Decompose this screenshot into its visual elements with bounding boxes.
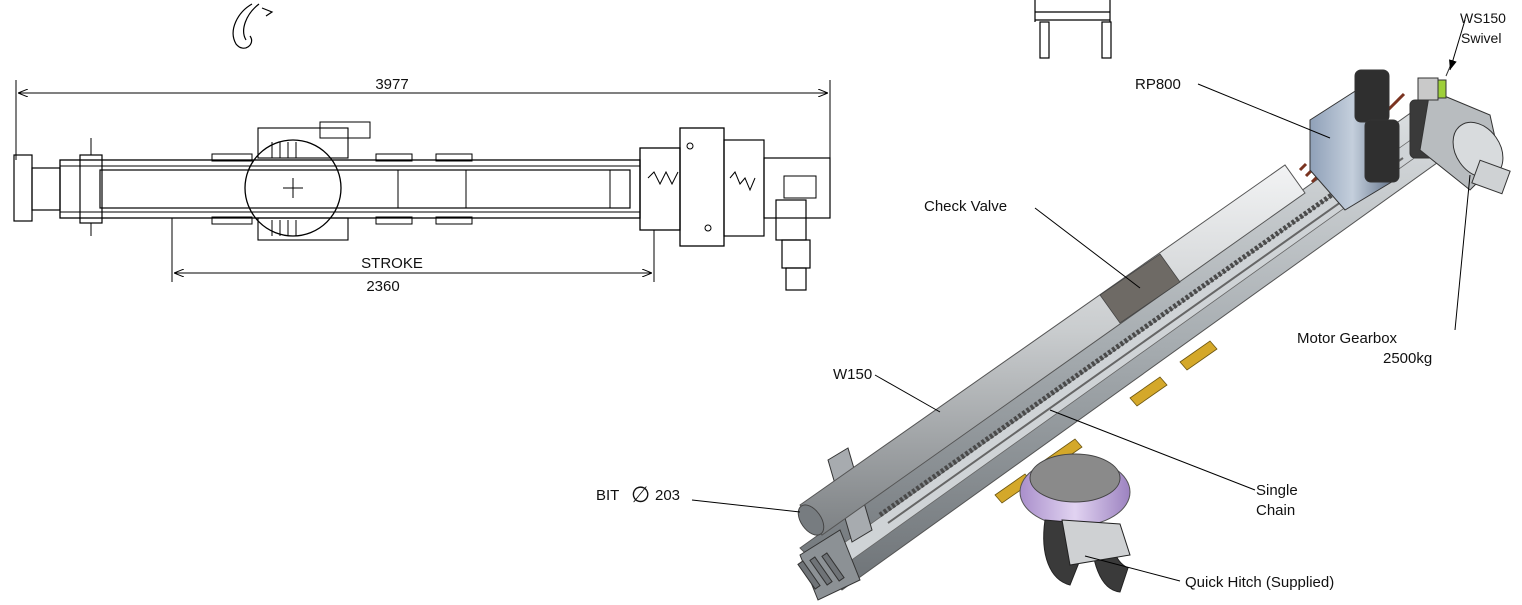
hook-sketch-fragment xyxy=(232,3,274,49)
check-valve-section xyxy=(1099,253,1181,324)
overall-length-label: 3977 xyxy=(375,76,408,93)
svg-text:BIT: BIT xyxy=(596,487,619,504)
svg-text:∅: ∅ xyxy=(631,482,650,507)
bracket-sketch-fragment xyxy=(1034,0,1112,59)
ws150-label-line1: WS150 xyxy=(1460,10,1506,26)
motor-gearbox-label-line2: 2500kg xyxy=(1383,350,1432,367)
w150-label: W150 xyxy=(833,366,872,383)
isometric-render xyxy=(797,61,1511,601)
svg-text:203: 203 xyxy=(655,487,680,504)
single-chain-label-line1: Single xyxy=(1256,482,1298,499)
stroke-value: 2360 xyxy=(366,278,399,295)
ws150-label-line2: Swivel xyxy=(1461,30,1501,46)
rp800-label: RP800 xyxy=(1135,76,1181,93)
check-valve-label: Check Valve xyxy=(924,198,1007,215)
callout-leaders xyxy=(691,19,1471,582)
stroke-label: STROKE xyxy=(361,255,423,272)
chain xyxy=(878,147,1397,518)
motor-gearbox-label-line1: Motor Gearbox xyxy=(1297,330,1398,347)
side-view-drawing xyxy=(13,80,831,291)
ws150-swivel xyxy=(1417,61,1453,101)
motor-gearbox xyxy=(1419,89,1511,195)
bit-diameter-label: BIT ∅ 203 xyxy=(596,482,680,507)
quick-hitch-label: Quick Hitch (Supplied) xyxy=(1185,574,1334,591)
single-chain-label-line2: Chain xyxy=(1256,502,1295,519)
quick-hitch-body xyxy=(1043,519,1131,593)
